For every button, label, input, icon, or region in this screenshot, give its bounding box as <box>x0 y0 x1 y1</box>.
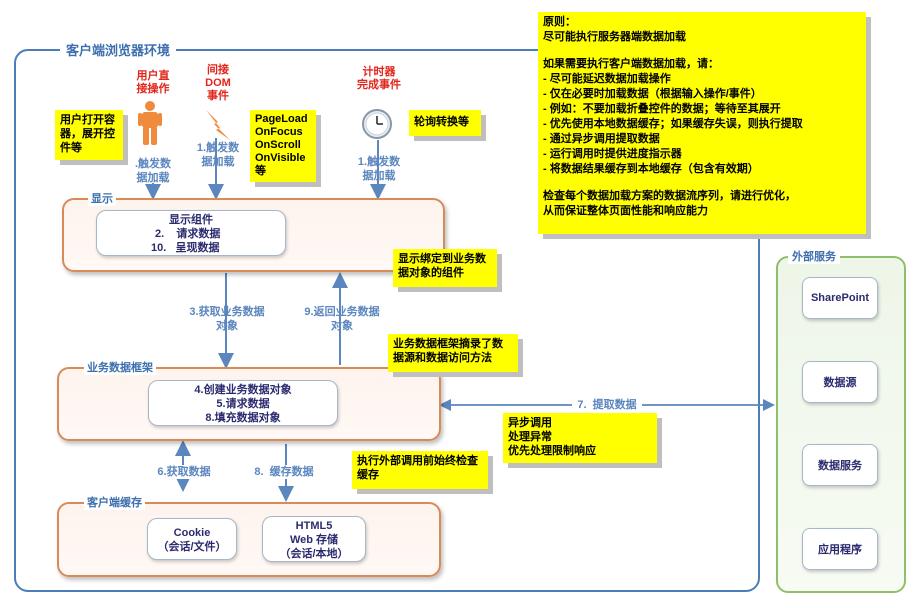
note-page-events: PageLoad OnFocus OnScroll OnVisible 等 <box>250 110 316 182</box>
browser-environment-title: 客户端浏览器环境 <box>60 40 177 59</box>
note-polling: 轮询转换等 <box>409 110 481 136</box>
bdf-item: 8.填充数据对象 <box>205 412 281 424</box>
principle-line: 原则： <box>543 16 576 28</box>
trigger-dom-label: 间接 DOM 事件 <box>205 64 231 102</box>
note-bdf: 业务数据框架摘录了数 据源和数据访问方法 <box>388 334 518 372</box>
principle-line: 从而保证整体页面性能和响应能力 <box>543 205 708 217</box>
principle-line: 尽可能执行服务器端数据加载 <box>543 31 686 43</box>
browser-environment-frame <box>14 49 760 592</box>
service-application: 应用程序 <box>802 528 878 570</box>
principle-line: - 运行调用时提供进度指示器 <box>543 148 682 160</box>
principle-line: - 将数据结果缓存到本地缓存（包含有效期） <box>543 163 759 175</box>
clock-icon <box>362 109 392 139</box>
label-return-bo: 9.返回业务数据 对象 <box>304 306 380 332</box>
display-component-box: 显示组件 2. 请求数据 10. 呈现数据 <box>96 210 286 256</box>
display-item: 10. 呈现数据 <box>151 242 220 254</box>
label-get-data: 6.获取数据 <box>152 465 216 479</box>
business-data-object-box: 4.创建业务数据对象 5.请求数据 8.填充数据对象 <box>148 380 338 426</box>
display-item: 显示组件 <box>169 214 213 226</box>
principle-line: 如果需要执行客户端数据加载，请： <box>543 58 719 70</box>
note-check-cache: 执行外部调用前始终检查 缓存 <box>352 451 488 489</box>
person-icon <box>138 101 162 145</box>
display-item: 2. 请求数据 <box>155 228 221 240</box>
principle-note: 原则： 尽可能执行服务器端数据加载 如果需要执行客户端数据加载，请： - 尽可能… <box>538 12 866 234</box>
client-cache-title: 客户端缓存 <box>84 494 145 510</box>
trigger-timer-label: 计时器 完成事件 <box>357 66 401 91</box>
principle-line <box>543 45 861 57</box>
label-trigger-dom: 1.触发数 据加载 <box>196 142 240 168</box>
service-data-source: 数据源 <box>802 361 878 403</box>
label-trigger-timer: 1.触发数 据加载 <box>357 156 401 182</box>
principle-line: - 例如：不要加载折叠控件的数据；等待至其展开 <box>543 103 781 115</box>
display-section-title: 显示 <box>88 190 116 206</box>
label-trigger-user: .触发数 据加载 <box>134 158 172 184</box>
note-bind: 显示绑定到业务数 据对象的组件 <box>393 249 497 287</box>
principle-line: - 通过异步调用提取数据 <box>543 133 660 145</box>
client-cache-section <box>57 502 441 577</box>
business-data-framework-title: 业务数据框架 <box>84 359 156 375</box>
principle-line: 检查每个数据加载方案的数据流序列，请进行优化， <box>543 190 796 202</box>
label-cache-data: 8. 缓存数据 <box>248 465 320 479</box>
cookie-box: Cookie （会话/文件） <box>147 518 237 560</box>
bdf-item: 4.创建业务数据对象 <box>194 384 292 396</box>
principle-line <box>543 177 861 189</box>
principle-line: - 尽可能延迟数据加载操作 <box>543 73 671 85</box>
lightning-icon <box>206 110 230 140</box>
principle-line: - 优先使用本地数据缓存；如果缓存失误，则执行提取 <box>543 118 803 130</box>
service-data-service: 数据服务 <box>802 444 878 486</box>
label-fetch-data: 7. 提取数据 <box>572 398 642 412</box>
html5-storage-box: HTML5 Web 存储 （会话/本地） <box>262 516 366 562</box>
bdf-item: 5.请求数据 <box>216 398 270 410</box>
label-get-bo: 3.获取业务数据 对象 <box>189 306 265 332</box>
principle-line: - 仅在必要时加载数据（根据输入操作/事件） <box>543 88 762 100</box>
note-user-open: 用户打开容 器，展开控 件等 <box>55 110 123 160</box>
external-services-title: 外部服务 <box>788 248 840 264</box>
service-sharepoint: SharePoint <box>802 277 878 319</box>
trigger-user-label: 用户直 接操作 <box>136 70 170 95</box>
note-async: 异步调用 处理异常 优先处理限制响应 <box>503 413 657 463</box>
